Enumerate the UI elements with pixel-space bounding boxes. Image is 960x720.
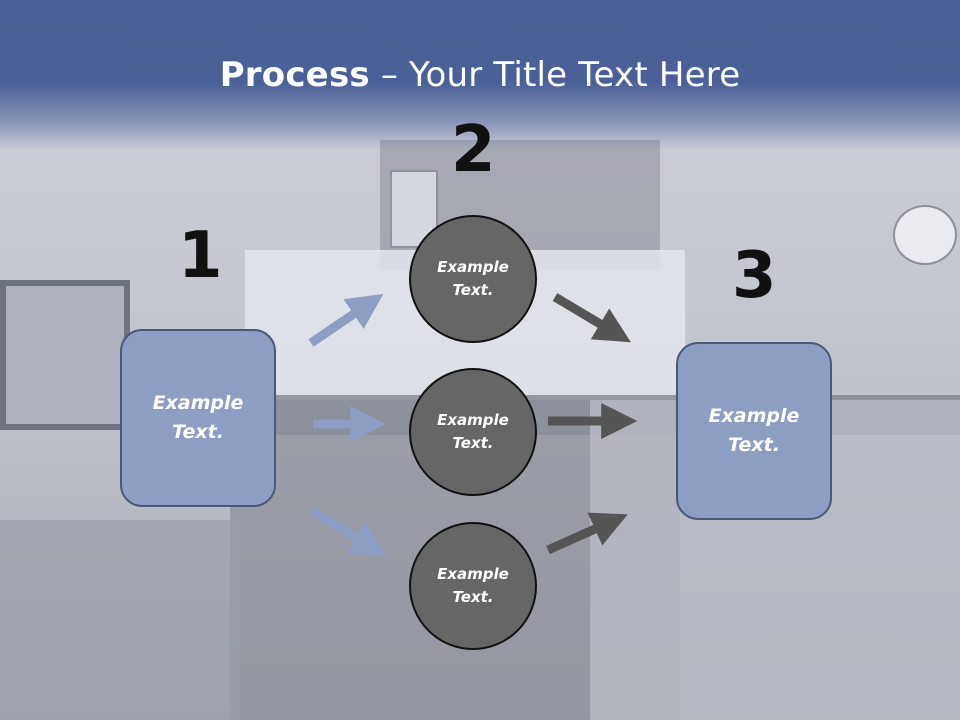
title-rest: – Your Title Text Here: [369, 55, 741, 95]
circle-1-line1: Example: [437, 258, 509, 276]
floor: [0, 520, 240, 720]
circle-1-line2: Text.: [452, 281, 494, 299]
circle-2-text: Example Text.: [437, 409, 509, 455]
circle-2-line2: Text.: [452, 434, 494, 452]
circle-3-text: Example Text.: [437, 563, 509, 609]
step-number-2: 2: [451, 113, 496, 187]
step-number-3: 3: [732, 239, 777, 313]
slide-title: Process – Your Title Text Here: [0, 55, 960, 95]
step1-box-text: Example Text.: [153, 389, 244, 447]
title-banner: [0, 0, 960, 150]
step1-box: Example Text.: [120, 329, 276, 507]
wall-clock: [893, 205, 957, 265]
arrow-step1-to-circle3: [310, 507, 387, 557]
step3-box: Example Text.: [676, 342, 832, 520]
circle-1: Example Text.: [409, 215, 537, 343]
arrow-circle1-to-step3: [552, 293, 631, 343]
circle-1-text: Example Text.: [437, 256, 509, 302]
circle-3-line1: Example: [437, 565, 509, 583]
step1-line1: Example: [152, 392, 244, 414]
circle-2: Example Text.: [409, 368, 537, 496]
title-bold: Process: [219, 55, 370, 95]
window: [0, 280, 130, 430]
step-number-1: 1: [178, 219, 223, 293]
arrow-step1-to-circle1: [308, 293, 384, 347]
circle-3: Example Text.: [409, 522, 537, 650]
circle-2-line1: Example: [437, 411, 509, 429]
arrow-circle3-to-step3: [546, 512, 628, 555]
step3-line1: Example: [708, 405, 800, 427]
step1-line2: Text.: [172, 421, 224, 443]
step3-box-text: Example Text.: [709, 402, 800, 460]
circle-3-line2: Text.: [452, 588, 494, 606]
step3-line2: Text.: [728, 434, 780, 456]
